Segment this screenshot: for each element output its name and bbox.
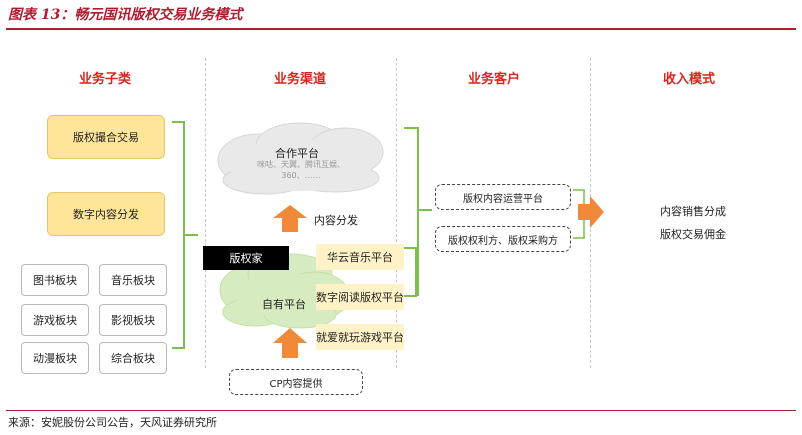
column-divider [205, 58, 206, 368]
subcategory-bracket [172, 121, 198, 349]
copyright-trade-box: 版权撮合交易 [47, 115, 165, 159]
figure-source: 来源：安妮股份公司公告，天风证券研究所 [8, 416, 217, 429]
right-arrow-revenue [578, 196, 604, 228]
own-platform-music: 华云音乐平台 [316, 244, 404, 270]
section-general-box: 综合板块 [99, 342, 167, 374]
digital-content-box: 数字内容分发 [47, 192, 165, 236]
partner-examples-line: 咪咕、天翼、腾讯互娱、 [257, 160, 345, 169]
own-platform-games: 就爱就玩游戏平台 [316, 324, 404, 350]
partner-examples: 咪咕、天翼、腾讯互娱、 360、…… [236, 159, 366, 181]
copyright-owner-box: 版权家 [203, 246, 289, 270]
title-rule [6, 28, 796, 30]
customer-operation-platform-box: 版权内容运营平台 [435, 184, 571, 210]
up-arrow-upper [273, 205, 307, 232]
footer-rule [6, 410, 796, 411]
partner-platform-label: 合作平台 [275, 147, 319, 160]
column-header-customer: 业务客户 [467, 72, 520, 87]
section-books-box: 图书板块 [21, 264, 89, 296]
customer-rights-buyer-box: 版权权利方、版权采购方 [435, 226, 571, 252]
column-header-revenue: 收入模式 [662, 72, 715, 87]
revenue-content-sales-share: 内容销售分成 [660, 205, 726, 218]
column-divider [396, 58, 397, 368]
content-distribution-label: 内容分发 [314, 214, 358, 227]
channel-bracket [404, 127, 432, 296]
column-header-subcategory: 业务子类 [78, 72, 131, 87]
section-music-box: 音乐板块 [99, 264, 167, 296]
partner-examples-line: 360、…… [281, 171, 321, 180]
section-film-box: 影视板块 [99, 304, 167, 336]
partner-cloud-shape [217, 122, 384, 195]
column-header-channel: 业务渠道 [273, 72, 326, 87]
own-platform-reading: 数字阅读版权平台 [316, 284, 404, 310]
cp-content-provider-box: CP内容提供 [229, 369, 363, 395]
own-platform-label: 自有平台 [262, 298, 306, 311]
own-cloud-shape [219, 253, 350, 329]
figure-title: 图表 13：畅元国讯版权交易业务模式 [8, 7, 243, 23]
section-anime-box: 动漫板块 [21, 342, 89, 374]
own-platform-bracket [404, 247, 417, 297]
section-games-box: 游戏板块 [21, 304, 89, 336]
revenue-trade-commission: 版权交易佣金 [660, 228, 726, 241]
up-arrow-lower [273, 328, 307, 358]
